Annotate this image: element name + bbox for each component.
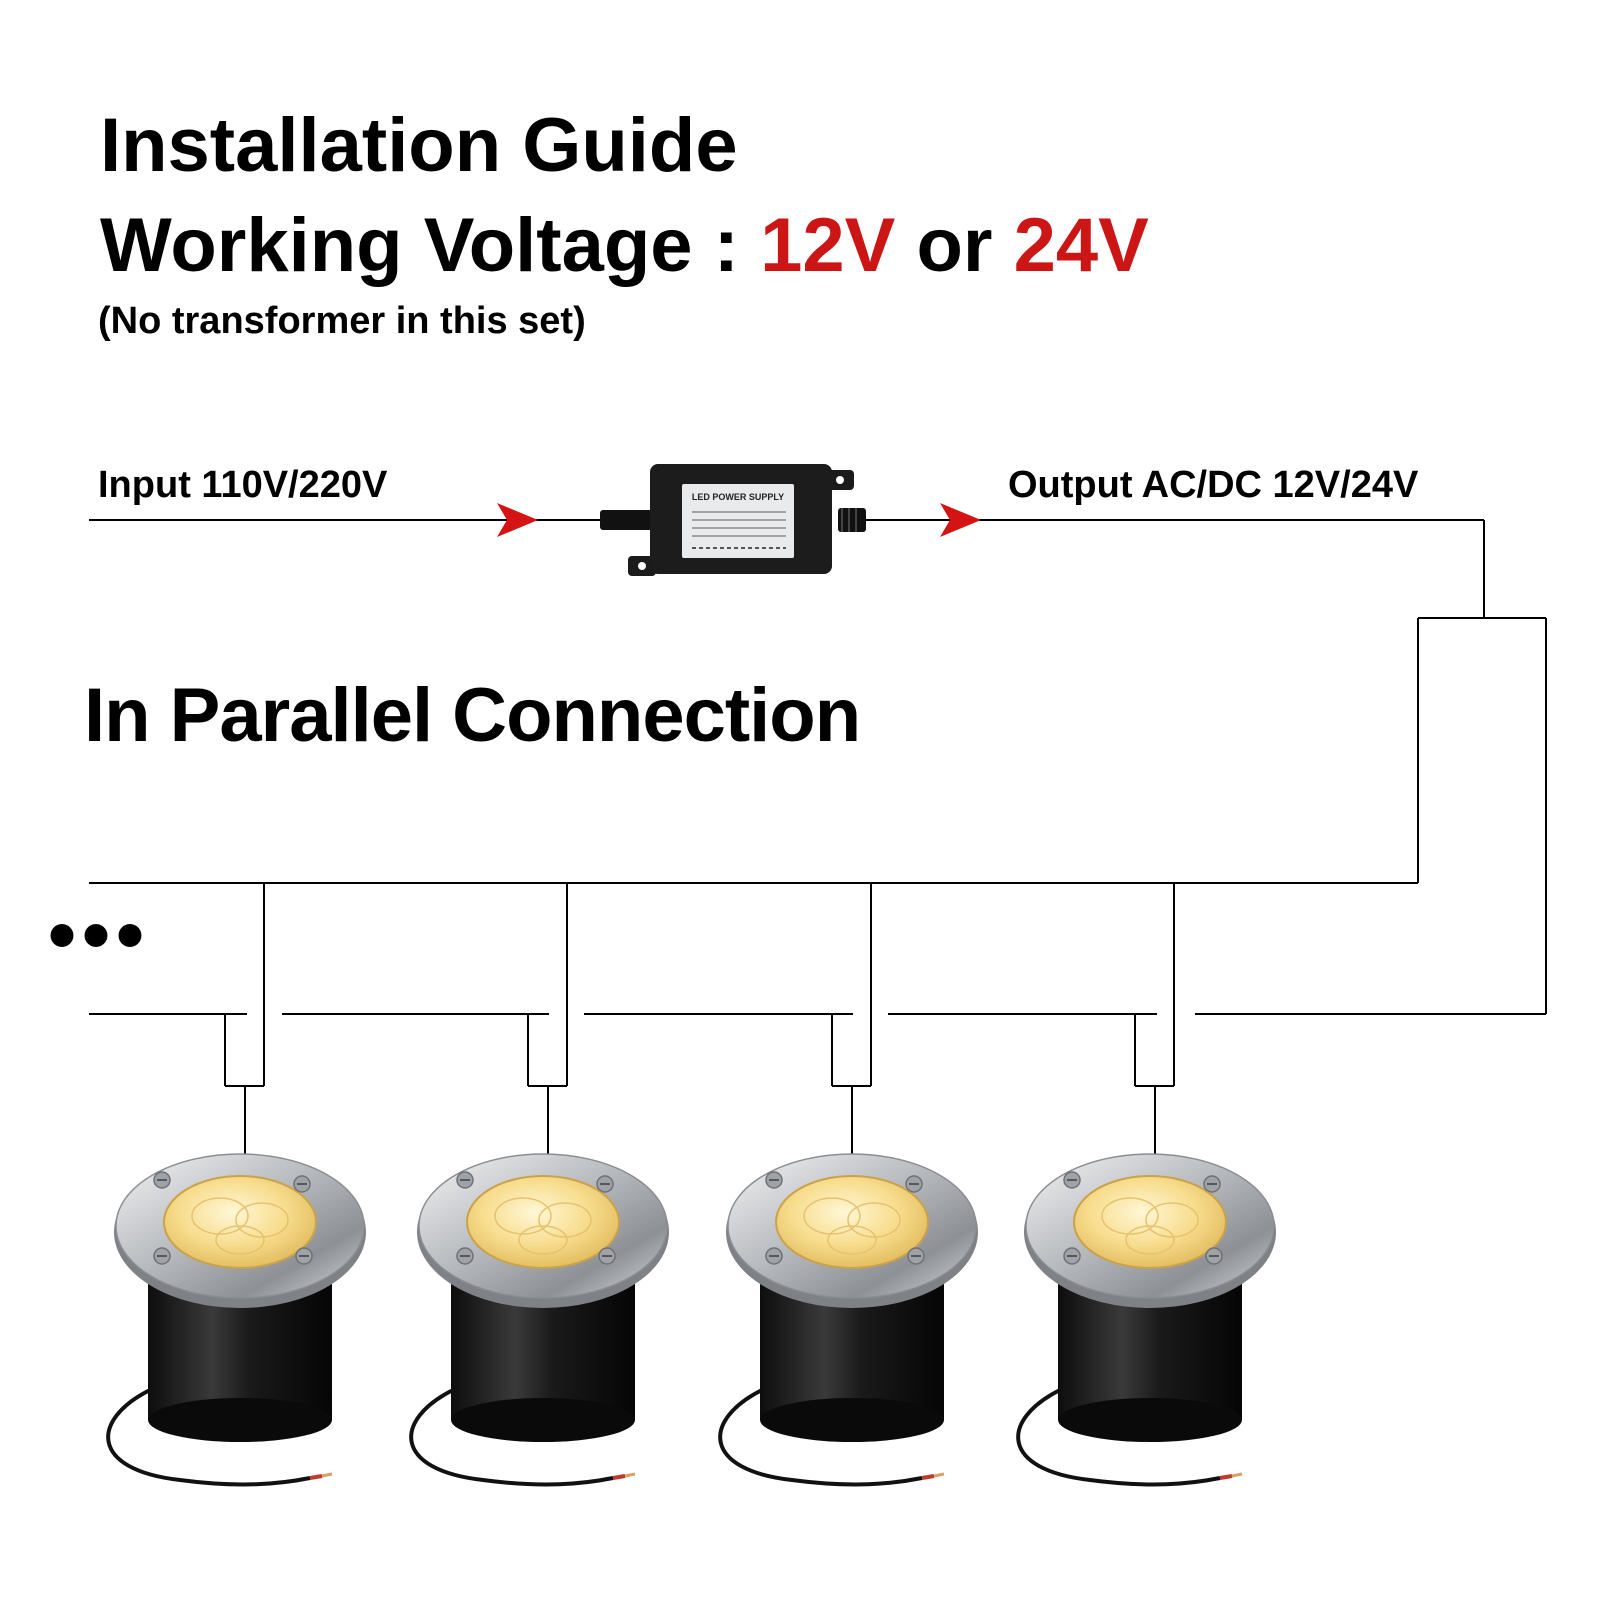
screw-icon (456, 1171, 474, 1189)
voltage-join: or (895, 203, 1014, 288)
voltage-12v: 12V (760, 203, 896, 288)
screw-icon (905, 1175, 923, 1193)
screw-icon (596, 1175, 614, 1193)
bus-wiring (89, 520, 1547, 1158)
screw-icon (1063, 1171, 1081, 1189)
light-3 (718, 1153, 978, 1487)
screw-icon (1203, 1175, 1221, 1193)
screw-icon (765, 1171, 783, 1189)
screw-icon (1063, 1247, 1081, 1265)
lights-group (106, 1153, 1276, 1487)
output-label: Output AC/DC 12V/24V (1008, 464, 1419, 506)
input-label: Input 110V/220V (98, 464, 388, 506)
input-arrow-icon (497, 503, 538, 537)
screw-icon (295, 1247, 313, 1265)
light-1 (106, 1153, 366, 1487)
cable (409, 1388, 614, 1487)
screw-icon (153, 1247, 171, 1265)
screw-icon (456, 1247, 474, 1265)
screw-icon (1205, 1247, 1223, 1265)
section-title: In Parallel Connection (84, 673, 861, 758)
cable (718, 1388, 923, 1487)
light-lens (163, 1175, 317, 1269)
more-lights-ellipsis: ••• (48, 890, 151, 979)
screw-icon (293, 1175, 311, 1193)
cable (106, 1388, 311, 1487)
light-2 (409, 1153, 669, 1487)
cable (1016, 1388, 1221, 1487)
light-4 (1016, 1153, 1276, 1487)
screw-icon (153, 1171, 171, 1189)
working-voltage: Working Voltage : 12V or 24V (100, 208, 1149, 284)
light-lens (466, 1175, 620, 1269)
light-lens (1073, 1175, 1227, 1269)
voltage-prefix: Working Voltage : (100, 203, 761, 288)
power-supply-label: LED POWER SUPPLY (692, 492, 784, 502)
screw-icon (907, 1247, 925, 1265)
screw-icon (598, 1247, 616, 1265)
transformer-note: (No transformer in this set) (98, 300, 586, 342)
screw-icon (765, 1247, 783, 1265)
power-supply: LED POWER SUPPLY (600, 464, 866, 576)
output-arrow-icon (940, 503, 981, 537)
voltage-24v: 24V (1013, 203, 1149, 288)
light-lens (775, 1175, 929, 1269)
page-title: Installation Guide (100, 103, 738, 188)
